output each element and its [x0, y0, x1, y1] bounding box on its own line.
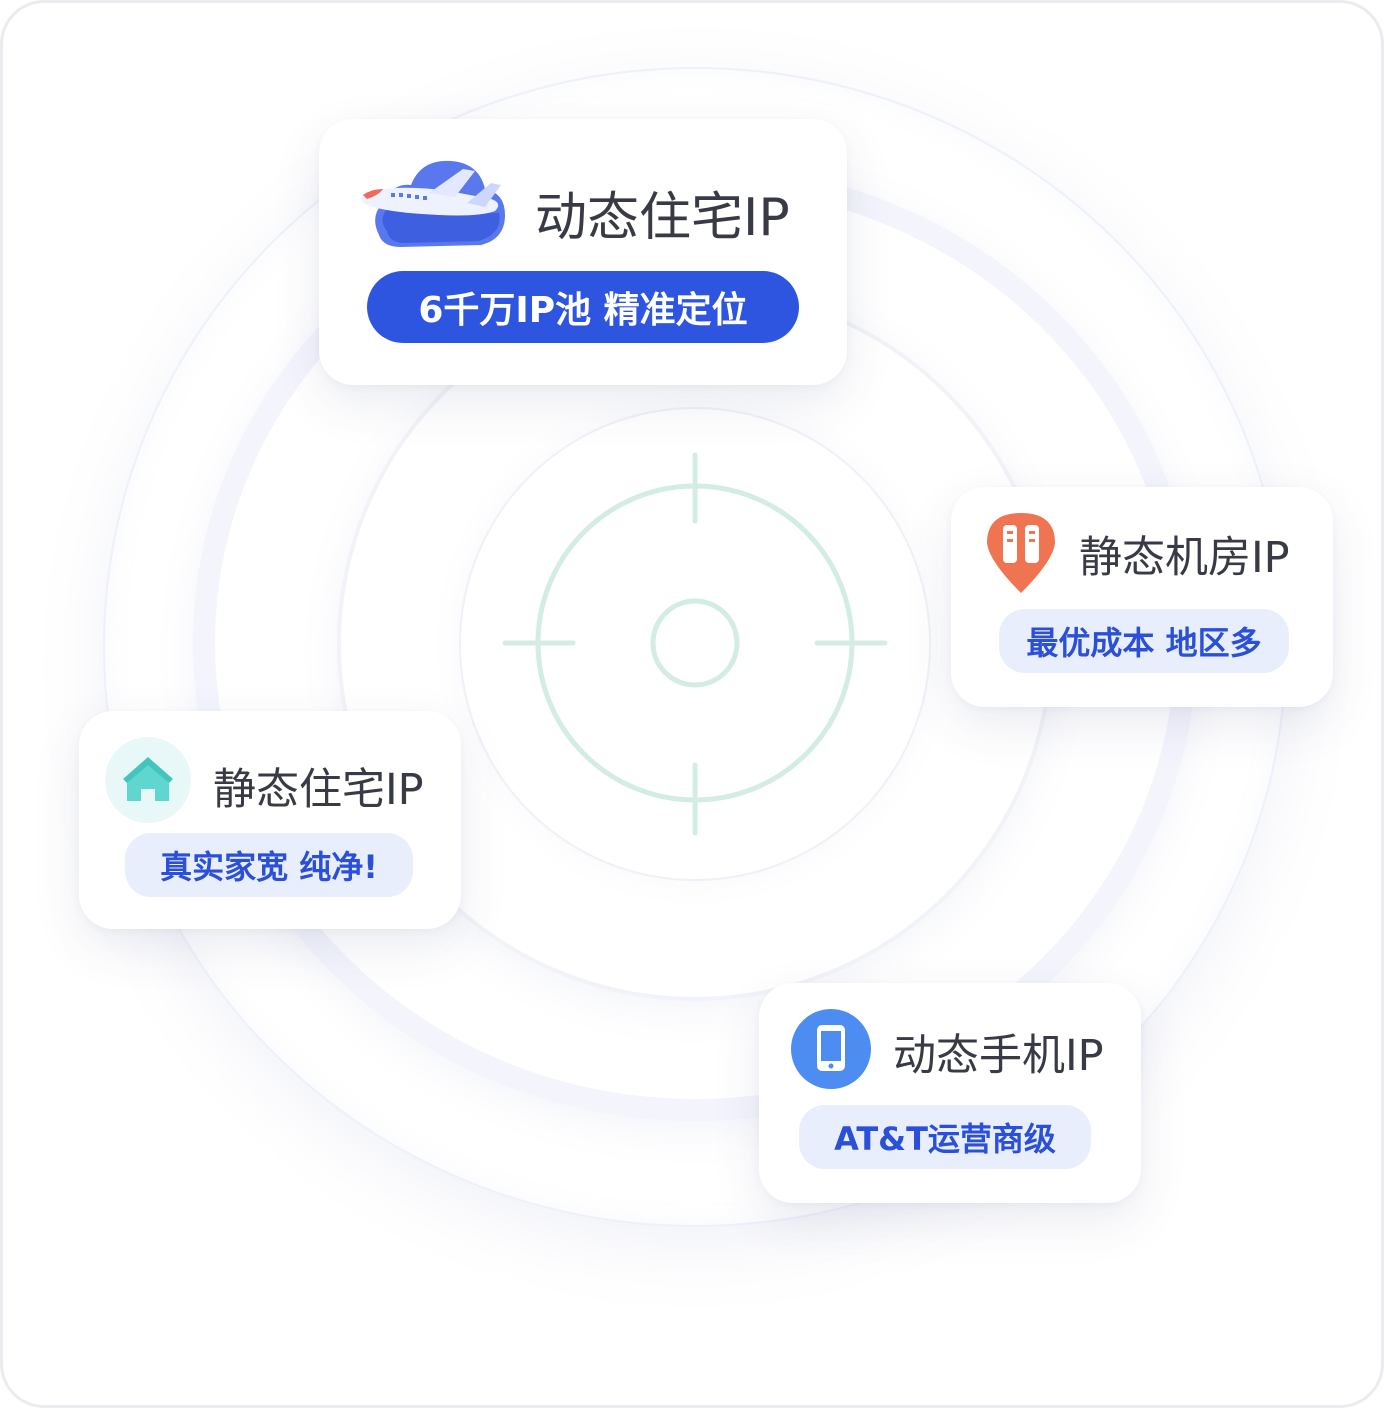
cloud-airplane-icon [361, 160, 505, 247]
mobile-phone-icon [791, 1009, 871, 1089]
target-crosshair-icon [502, 452, 888, 836]
dynamic-residential-ip-card[interactable]: 动态住宅IP 6千万IP池 精准定位 [319, 119, 847, 385]
feature-tag: 6千万IP池 精准定位 [367, 271, 799, 343]
server-location-pin-icon [987, 513, 1055, 593]
dynamic-mobile-ip-card[interactable]: 动态手机IP AT&T运营商级 [759, 983, 1141, 1203]
feature-tag: 真实家宽 纯净! [125, 833, 413, 897]
card-title: 动态住宅IP [535, 188, 790, 248]
static-residential-ip-card[interactable]: 静态住宅IP 真实家宽 纯净! [79, 711, 461, 929]
feature-tag: AT&T运营商级 [799, 1105, 1091, 1169]
feature-tag: 最优成本 地区多 [999, 609, 1289, 673]
card-title: 动态手机IP [893, 1031, 1104, 1081]
static-datacenter-ip-card[interactable]: 静态机房IP 最优成本 地区多 [951, 487, 1333, 707]
house-icon [105, 737, 191, 823]
card-title: 静态机房IP [1079, 533, 1290, 583]
card-title: 静态住宅IP [213, 765, 424, 815]
